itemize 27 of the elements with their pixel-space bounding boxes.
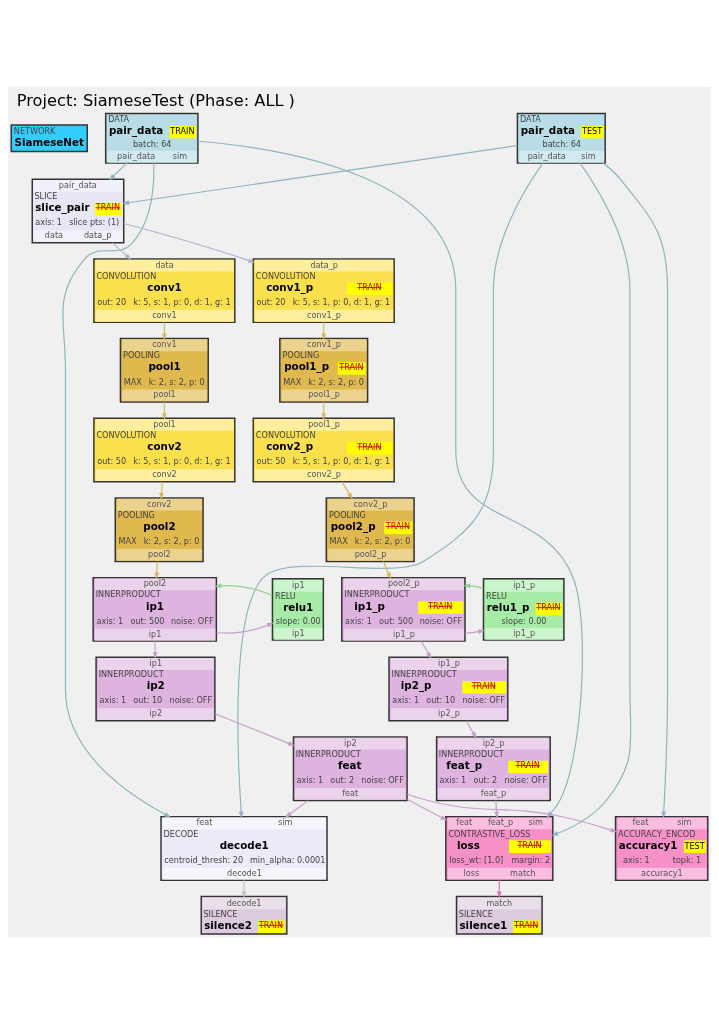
- arrow: [465, 720, 477, 739]
- arrow: [152, 640, 158, 660]
- arrow: [108, 162, 128, 181]
- arrow: [122, 144, 518, 206]
- arrow: [237, 162, 544, 819]
- arrow: [463, 583, 484, 589]
- arrow: [215, 622, 274, 634]
- arrow: [464, 629, 485, 635]
- arrow: [214, 583, 273, 596]
- arrow: [382, 561, 391, 580]
- arrow: [406, 798, 448, 821]
- arrow: [197, 140, 583, 818]
- diagram-title: Project: SiameseTest (Phase: ALL ): [16, 90, 295, 110]
- arrow: [214, 713, 295, 746]
- arrow: [241, 879, 247, 899]
- arrow: [602, 162, 669, 819]
- node-box: NETWORK SiameseNet: [10, 124, 88, 153]
- arrow: [494, 800, 499, 819]
- arrow: [551, 162, 632, 836]
- arrow: [111, 242, 132, 261]
- arrow: [62, 162, 171, 818]
- arrow: [159, 481, 164, 500]
- arrow: [123, 222, 255, 263]
- arrow: [284, 800, 309, 818]
- arrow: [154, 561, 160, 580]
- arrow: [420, 640, 432, 659]
- arrow: [341, 481, 353, 500]
